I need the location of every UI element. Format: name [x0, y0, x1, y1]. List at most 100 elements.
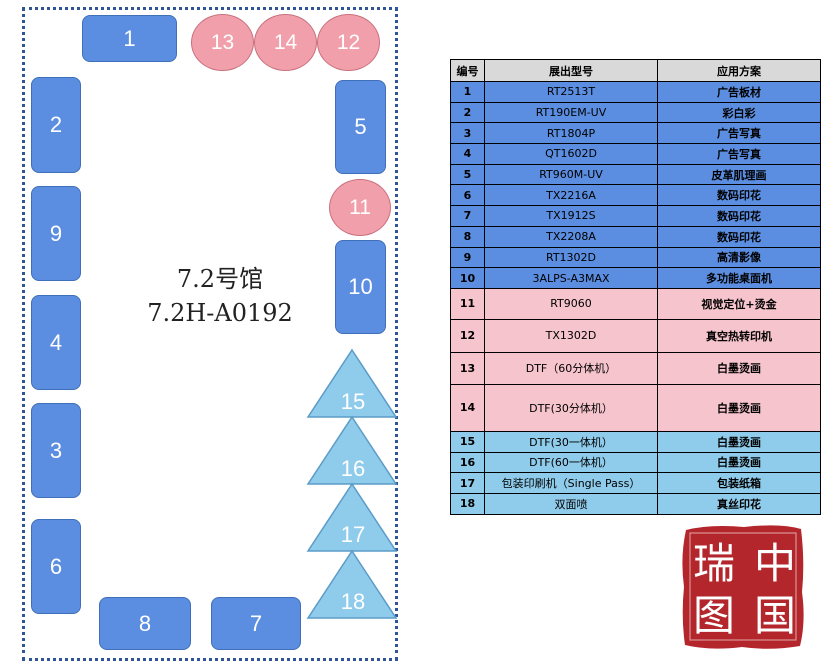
legend-model: TX2216A [484, 184, 658, 207]
legend-model: RT9060 [484, 287, 658, 320]
booth-1[interactable]: 1 [82, 15, 177, 62]
legend-model: RT190EM-UV [484, 101, 658, 124]
legend-model: DTF(60一体机） [484, 451, 658, 474]
legend-model: DTF（60分体机） [484, 351, 658, 385]
legend-model: TX2208A [484, 225, 658, 248]
legend-application: 数码印花 [657, 225, 821, 248]
booth-code: 7.2H-A0192 [147, 299, 293, 327]
legend-model: RT2513T [484, 81, 658, 103]
col-header-application: 应用方案 [657, 59, 821, 82]
legend-application: 高清影像 [657, 246, 821, 269]
legend-model: 包装印刷机（Single Pass） [484, 472, 658, 494]
legend-number: 9 [450, 246, 485, 269]
legend-application: 彩白彩 [657, 101, 821, 124]
hall-floor-plan [22, 7, 398, 661]
svg-text:瑞: 瑞 [693, 539, 735, 588]
booth-9[interactable]: 9 [31, 186, 81, 281]
legend-model: RT960M-UV [484, 163, 658, 186]
legend-model: DTF(30分体机） [484, 383, 658, 432]
legend-number: 1 [450, 81, 485, 103]
legend-application: 白墨烫画 [657, 351, 821, 385]
legend-model: TX1302D [484, 318, 658, 353]
legend-number: 7 [450, 205, 485, 227]
legend-number: 17 [450, 472, 485, 494]
legend-application: 包装纸箱 [657, 472, 821, 494]
legend-application: 皮革肌理画 [657, 163, 821, 186]
legend-application: 多功能桌面机 [657, 267, 821, 289]
booth-14[interactable]: 14 [254, 14, 317, 71]
booth-3[interactable]: 3 [31, 403, 81, 498]
legend-application: 数码印花 [657, 205, 821, 227]
legend-application: 白墨烫画 [657, 383, 821, 432]
col-header-model: 展出型号 [484, 59, 658, 82]
booth-12[interactable]: 12 [317, 14, 380, 71]
booth-16[interactable]: 16 [340, 456, 366, 481]
legend-model: DTF(30一体机） [484, 430, 658, 453]
legend-number: 15 [450, 430, 485, 453]
legend-model: 3ALPS-A3MAX [484, 267, 658, 289]
booth-5[interactable]: 5 [335, 80, 386, 174]
legend-model: TX1912S [484, 205, 658, 227]
legend-model: RT1302D [484, 246, 658, 269]
legend-application: 白墨烫画 [657, 451, 821, 474]
legend-number: 16 [450, 451, 485, 474]
booth-11[interactable]: 11 [329, 179, 391, 236]
svg-text:中: 中 [754, 539, 796, 588]
legend-number: 10 [450, 267, 485, 289]
booth-17[interactable]: 17 [340, 522, 366, 547]
booth-8[interactable]: 8 [99, 597, 191, 650]
legend-number: 4 [450, 143, 485, 165]
booth-7[interactable]: 7 [211, 597, 301, 650]
booth-2[interactable]: 2 [31, 77, 81, 173]
legend-number: 3 [450, 122, 485, 145]
hall-title: 7.2号馆 7.2H-A0192 [120, 262, 320, 330]
booth-13[interactable]: 13 [191, 14, 254, 71]
legend-number: 6 [450, 184, 485, 207]
legend-application: 广告写真 [657, 143, 821, 165]
booth-15[interactable]: 15 [340, 389, 366, 414]
legend-number: 11 [450, 287, 485, 320]
zhongguo-ruitu-seal: 中 国 瑞 图 [682, 525, 804, 649]
legend-number: 5 [450, 163, 485, 186]
legend-number: 18 [450, 492, 485, 515]
booth-6[interactable]: 6 [31, 519, 81, 614]
svg-text:国: 国 [754, 591, 796, 640]
legend-application: 广告板材 [657, 81, 821, 103]
booth-4[interactable]: 4 [31, 295, 81, 390]
hall-name: 7.2号馆 [176, 265, 264, 293]
legend-number: 13 [450, 351, 485, 385]
svg-text:图: 图 [693, 591, 735, 640]
booth-18[interactable]: 18 [340, 589, 366, 614]
legend-number: 2 [450, 101, 485, 124]
legend-application: 数码印花 [657, 184, 821, 207]
legend-application: 真丝印花 [657, 492, 821, 515]
legend-model: 双面喷 [484, 492, 658, 515]
legend-number: 14 [450, 383, 485, 432]
booth-18-shape[interactable] [306, 549, 398, 619]
legend-model: QT1602D [484, 143, 658, 165]
legend-application: 广告写真 [657, 122, 821, 145]
legend-application: 视觉定位+烫金 [657, 287, 821, 320]
legend-application: 白墨烫画 [657, 430, 821, 453]
triangle-booths [306, 348, 398, 619]
booth-10[interactable]: 10 [335, 240, 386, 334]
legend-number: 12 [450, 318, 485, 353]
